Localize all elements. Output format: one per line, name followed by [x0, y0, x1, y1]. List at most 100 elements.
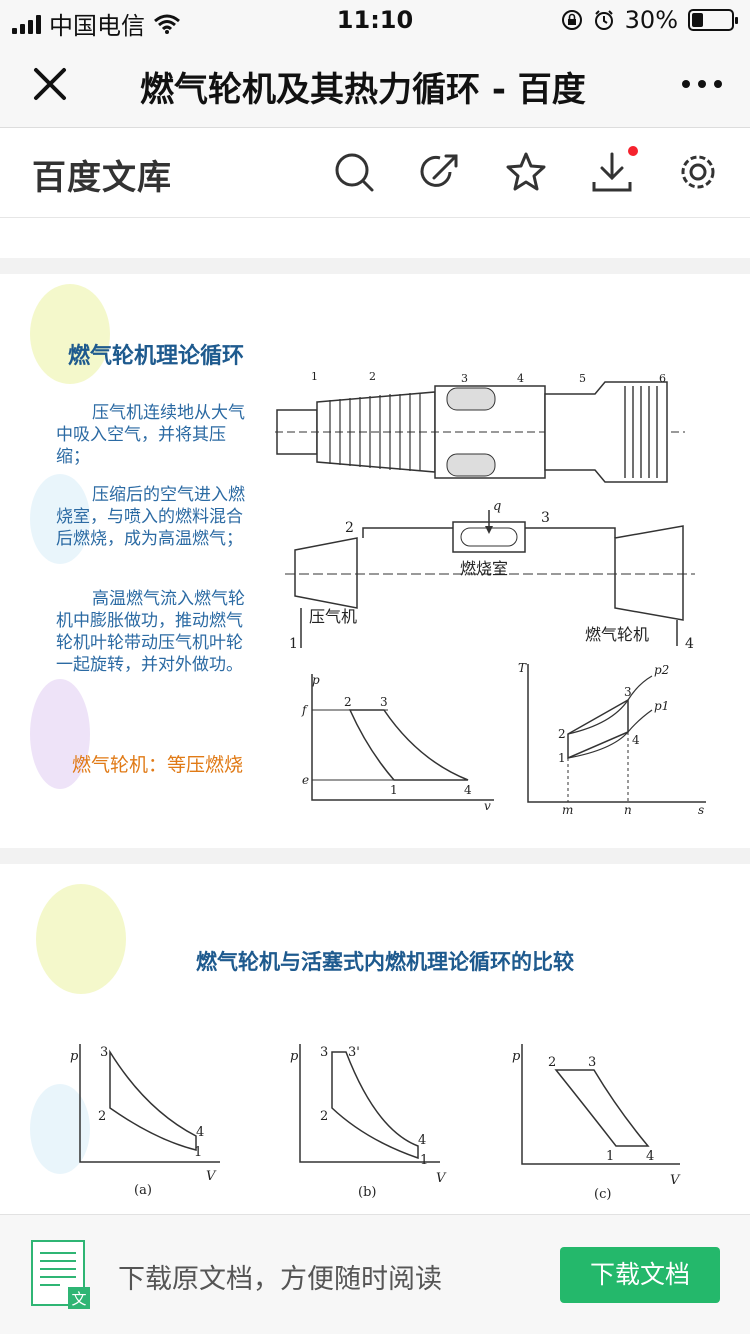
turbine-blades [624, 386, 658, 478]
brand-logo[interactable]: 百度文库 [32, 158, 172, 198]
axis-label: p [312, 673, 320, 687]
download-icon[interactable] [590, 150, 634, 194]
paragraph: 压缩后的空气进入燃烧室，与喷入的燃料混合后燃烧，成为高温燃气； [56, 485, 245, 549]
ts-axes [527, 664, 706, 803]
more-icon[interactable] [678, 68, 726, 100]
diagram-caption: (c) [594, 1187, 611, 1202]
part-number: 4 [517, 372, 524, 385]
turbine-label: 燃气轮机 [585, 625, 649, 644]
state-point-label: 2 [548, 1055, 556, 1070]
state-point-label: 4 [196, 1125, 204, 1140]
combustor-can-top [446, 387, 496, 411]
pv-cycle [348, 709, 469, 781]
isobar-p2 [567, 675, 653, 735]
search-icon[interactable] [332, 150, 376, 194]
page-top-strip [0, 218, 750, 258]
state-point-label: 3 [541, 510, 550, 526]
pv-diagram-a: p V 3 2 4 1 (a) [70, 1044, 220, 1198]
state-point-label: 3 [100, 1045, 108, 1060]
axis-tick-label: m [562, 803, 573, 814]
part-number: 5 [579, 372, 586, 385]
axes [299, 1044, 440, 1163]
carrier-label: 中国电信 [49, 12, 145, 40]
status-bar: 中国电信 11:10 30% [0, 0, 750, 42]
battery-percent: 30% [624, 6, 678, 34]
ts-diagram: T s p2 p1 3 2 1 4 m n [518, 661, 706, 814]
pv-diagram-c: p V 2 3 1 4 (c) [512, 1044, 681, 1202]
slide-title: 燃气轮机理论循环 [68, 343, 245, 369]
doc-badge: 文 [71, 1290, 86, 1308]
axes [79, 1044, 220, 1163]
state-point-label: 2 [344, 695, 352, 709]
heat-arrowhead [485, 526, 493, 534]
balloon-decoration [36, 884, 126, 994]
state-point-label: 3 [380, 695, 388, 709]
diagram-labels: p V 3 2 4 1 (a) [70, 1045, 217, 1198]
state-point-label: 2 [320, 1109, 328, 1124]
state-point-label: 3 [588, 1055, 596, 1070]
state-point-label: 2 [558, 727, 566, 741]
axis-label: p [290, 1049, 299, 1064]
summary-text: 燃气轮机：等压燃烧 [72, 754, 244, 776]
slide-1: 燃气轮机理论循环 压气机连续地从大气中吸入空气，并将其压缩； 压缩后的空气进入燃… [0, 274, 750, 848]
download-icon-wrap[interactable] [590, 146, 638, 194]
status-right: 30% [561, 6, 738, 34]
notification-dot [628, 146, 638, 156]
title-bar: 燃气轮机及其热力循环 - 百度 [0, 42, 750, 128]
diagram-labels: p V 2 3 1 4 (c) [512, 1049, 681, 1202]
diagram-caption: (a) [134, 1183, 152, 1198]
axis-label: V [206, 1169, 217, 1184]
state-point-label: 2 [98, 1109, 106, 1124]
turbine-symbol [614, 525, 684, 621]
pressure-label: e [302, 773, 309, 787]
state-point-label: 3 [624, 685, 632, 699]
axis-label: p [70, 1049, 79, 1064]
status-left: 中国电信 [12, 6, 181, 41]
flow-lines [362, 527, 616, 538]
axis-label: V [436, 1171, 447, 1186]
axis-label: V [670, 1173, 681, 1188]
pv-axes [311, 674, 494, 801]
download-tip: 下载原文档，方便随时阅读 [118, 1264, 442, 1295]
combustor-can-bottom [446, 453, 496, 477]
state-point-label: 4 [418, 1133, 426, 1148]
axis-label: T [518, 661, 527, 675]
document-icon: 文 [31, 1240, 90, 1309]
battery-icon [688, 9, 738, 31]
balloon-decoration [30, 284, 110, 384]
state-point-label: 1 [194, 1145, 202, 1160]
axis-label: p [512, 1049, 521, 1064]
library-toolbar: 百度文库 [0, 128, 750, 218]
ts-labels: T s p2 p1 3 2 1 4 m n [518, 661, 704, 814]
ts-cycle [567, 698, 629, 760]
cycle-schematic: 燃烧室 压气机 燃气轮机 q 1 2 3 4 [285, 499, 695, 648]
pressure-label: f [301, 703, 309, 717]
balloon-decoration [30, 679, 90, 789]
close-icon[interactable] [28, 62, 72, 106]
orientation-lock-icon [561, 10, 582, 30]
compressor-symbol [294, 537, 358, 609]
download-document-button[interactable]: 下载文档 [560, 1247, 720, 1303]
state-point-label: 4 [632, 733, 640, 747]
page-title: 燃气轮机及其热力循环 - 百度 [140, 70, 586, 110]
axis-label: v [484, 799, 491, 812]
diagram-labels: p V 3 3' 2 4 1 (b) [290, 1045, 447, 1200]
part-number: 1 [311, 372, 318, 383]
pv-diagram: p v f e 2 3 1 4 [301, 673, 494, 812]
state-point-label: 4 [685, 636, 694, 648]
isobar-label: p2 [654, 663, 669, 677]
state-point-label: 1 [420, 1153, 428, 1168]
wifi-icon [154, 14, 180, 34]
state-point-label: 1 [390, 783, 398, 797]
engine-part-numbers: 1 2 3 4 5 6 [311, 372, 666, 385]
alarm-icon [594, 10, 613, 30]
schematic-labels: 燃烧室 压气机 燃气轮机 q 1 2 3 4 [289, 499, 694, 648]
engine-inlet [276, 409, 318, 455]
state-point-label: 2 [345, 520, 354, 536]
part-number: 3 [461, 372, 468, 385]
share-icon[interactable] [418, 150, 462, 194]
document-viewer[interactable]: 燃气轮机理论循环 压气机连续地从大气中吸入空气，并将其压缩； 压缩后的空气进入燃… [0, 218, 750, 1334]
settings-icon[interactable] [676, 150, 720, 194]
pv-labels: p v f e 2 3 1 4 [301, 673, 491, 812]
star-icon[interactable] [504, 150, 548, 194]
